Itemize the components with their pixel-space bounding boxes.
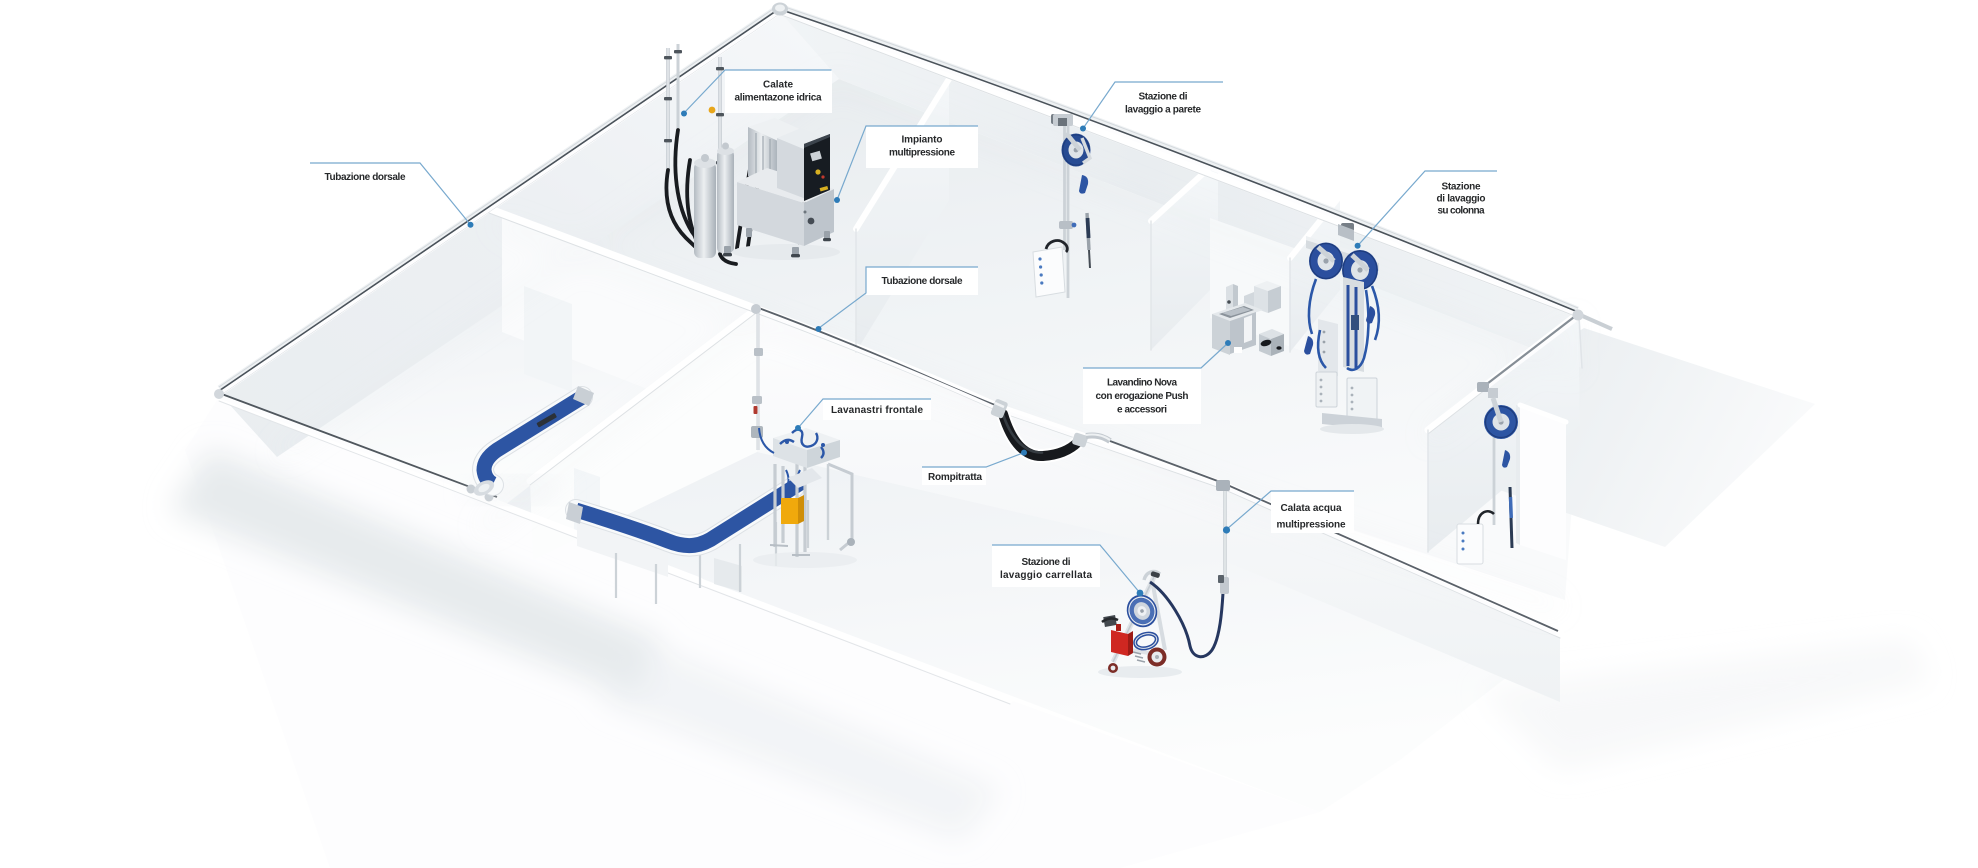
svg-text:lavaggio a parete: lavaggio a parete (1125, 104, 1201, 115)
svg-text:Tubazione dorsale: Tubazione dorsale (882, 276, 963, 287)
svg-text:lavaggio carrellata: lavaggio carrellata (1000, 570, 1092, 581)
svg-text:Lavandino Nova: Lavandino Nova (1107, 378, 1177, 389)
svg-text:Stazione: Stazione (1442, 181, 1481, 192)
svg-text:Stazione di: Stazione di (1022, 557, 1071, 568)
svg-text:multipressione: multipressione (889, 148, 955, 159)
svg-text:Rompitratta: Rompitratta (928, 472, 982, 483)
svg-text:Impianto: Impianto (902, 135, 943, 146)
svg-text:Calata acqua: Calata acqua (1281, 503, 1342, 514)
svg-text:e accessori: e accessori (1117, 405, 1167, 416)
svg-text:Calate: Calate (763, 79, 793, 90)
svg-text:Lavanastri frontale: Lavanastri frontale (831, 405, 923, 416)
svg-text:su colonna: su colonna (1438, 206, 1485, 217)
svg-text:con erogazione Push: con erogazione Push (1096, 391, 1189, 402)
svg-text:di lavaggio: di lavaggio (1437, 194, 1486, 205)
svg-text:Stazione di: Stazione di (1139, 92, 1188, 103)
svg-text:multipressione: multipressione (1277, 520, 1346, 531)
svg-text:Tubazione dorsale: Tubazione dorsale (325, 172, 406, 183)
svg-text:alimentazone idrica: alimentazone idrica (735, 93, 822, 104)
